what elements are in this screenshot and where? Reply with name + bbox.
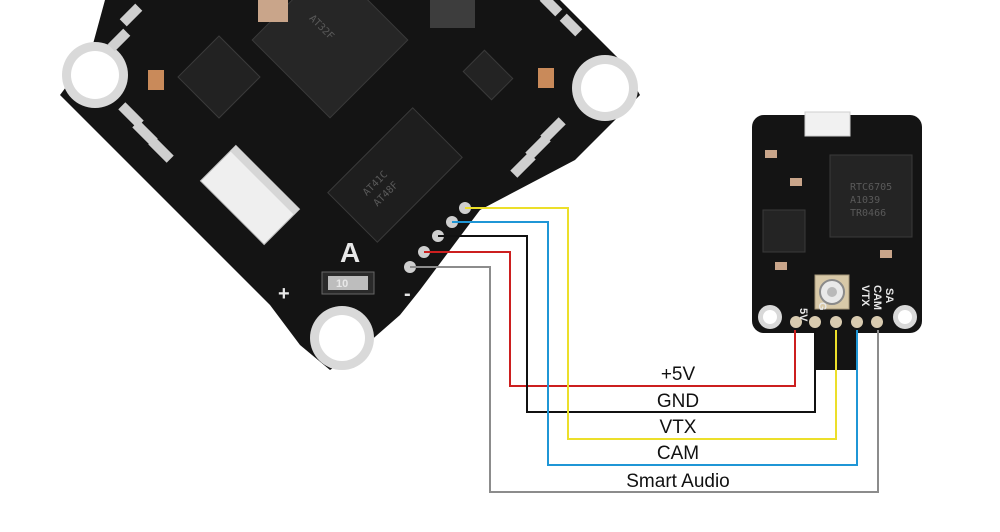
vtx-label-cam: CAM	[871, 285, 883, 310]
vtx-pad-5v	[790, 316, 802, 328]
wire-label-5v: +5V	[661, 364, 696, 385]
fc-gyro-chip	[177, 35, 261, 119]
fc-silk-logo: A	[340, 237, 360, 268]
flight-controller-board: AT32F AT41C AT48F 10 A + -	[60, 0, 640, 370]
wire-label-vtx: VTX	[660, 417, 697, 438]
vtx-pad-cam	[851, 316, 863, 328]
wires	[410, 207, 879, 493]
fc-silk-plus: +	[278, 283, 290, 305]
fc-esc-chip	[327, 107, 463, 243]
vtx-label-vtx: VTX	[859, 285, 871, 307]
fc-cap-label: 10	[336, 278, 348, 290]
wire-label-cam: CAM	[657, 443, 699, 464]
wire-5v	[424, 251, 796, 387]
vtx-pad-gnd	[809, 316, 821, 328]
fc-oscillator	[430, 0, 475, 28]
fc-silk-minus: -	[404, 283, 411, 305]
fc-white-connector	[199, 144, 301, 246]
vtx-pad-sa	[871, 316, 883, 328]
wire-gnd	[438, 235, 816, 413]
fc-motor-pads-left	[107, 3, 174, 163]
vtx-secondary-chip	[762, 209, 806, 253]
vtx-chip-label-3: TR0466	[850, 208, 886, 219]
vtx-chip-label-2: A1039	[850, 195, 880, 206]
fc-led-left	[148, 70, 164, 90]
fc-led-right	[538, 68, 554, 88]
vtx-label-sa: SA	[883, 288, 895, 303]
vtx-label-5v: 5V	[797, 308, 809, 322]
fc-crystal	[258, 0, 288, 22]
vtx-top-connector	[804, 111, 851, 137]
vtx-pads	[790, 316, 883, 328]
vtx-pad-vtx	[830, 316, 842, 328]
fc-regulator	[462, 49, 514, 101]
fc-motor-pads-right	[510, 0, 583, 178]
fc-main-chip	[251, 0, 409, 119]
wire-vtx	[465, 207, 837, 440]
wire-label-smart-audio: Smart Audio	[626, 471, 730, 492]
wire-cam	[452, 221, 858, 466]
vtx-chip-label-1: RTC6705	[850, 182, 892, 193]
vtx-board: RTC6705 A1039 TR0466 5V G VTX CAM SA	[752, 111, 922, 370]
vtx-main-chip	[829, 154, 913, 238]
wire-sa	[410, 266, 879, 493]
wire-label-gnd: GND	[657, 391, 699, 412]
vtx-label-g: G	[816, 302, 828, 311]
